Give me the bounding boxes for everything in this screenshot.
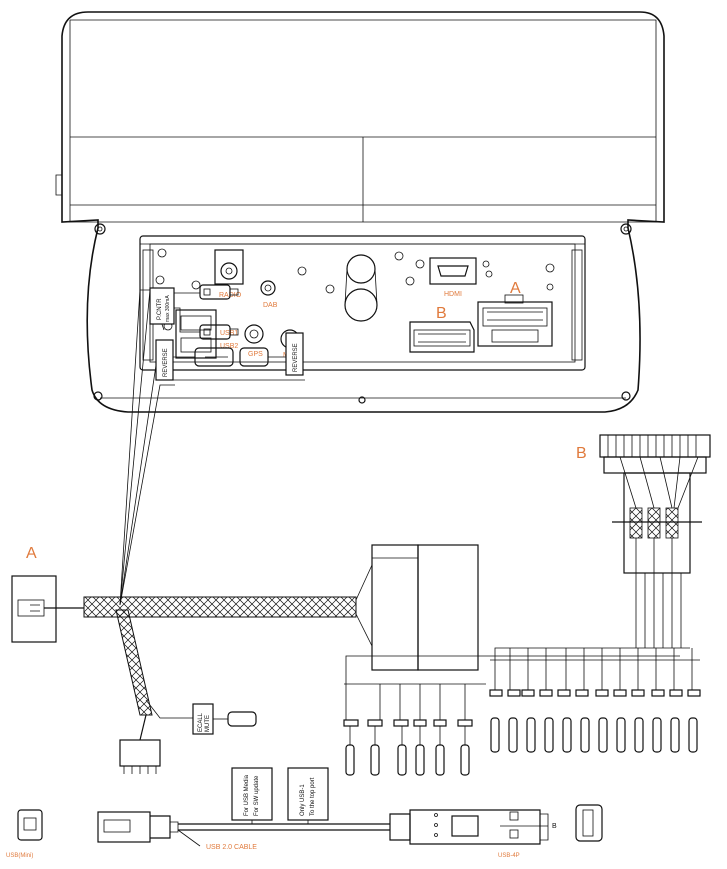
- connector-a-label-top: A: [510, 280, 521, 297]
- ecall-label: ECALL: [198, 712, 204, 732]
- plugs: [343, 689, 701, 776]
- usb-media-line2: For SW update: [254, 775, 260, 816]
- usb2-label: USB2: [220, 343, 238, 350]
- harness-b: [599, 434, 711, 648]
- hdmi-label: HDMI: [444, 291, 462, 298]
- wire-bus: [344, 647, 700, 720]
- p-cntr-sub-label: max 300mA: [165, 295, 171, 322]
- connector-b-label-right: B: [576, 445, 587, 462]
- connector-b-label-top: B: [436, 305, 447, 322]
- usb-cable: [17, 767, 603, 847]
- usb-cable-labels: USB(Mini) USB 2.0 CABLE For USB Media Fo…: [6, 774, 557, 859]
- usb-cable-label: USB 2.0 CABLE: [206, 844, 257, 851]
- mute-label: MUTE: [205, 715, 211, 732]
- usb-b-label: B: [552, 823, 557, 830]
- usb-only-line2: To the top port: [310, 777, 316, 816]
- head-unit: [55, 11, 665, 413]
- harness-a: [11, 284, 479, 774]
- gps-label: GPS: [248, 351, 263, 358]
- usb-mini-label: USB(Mini): [6, 853, 33, 859]
- dab-label: DAB: [263, 302, 278, 309]
- connector-a-label-left: A: [26, 545, 37, 562]
- usb-4p-label: USB-4P: [498, 853, 520, 859]
- usb-media-line1: For USB Media: [244, 774, 250, 816]
- usb-only-line1: Only USB-1: [300, 784, 306, 816]
- harness-a-labels: A P.CNTR max 300mA REVERSE REVERSE ECALL…: [26, 295, 299, 732]
- reverse-label-1: REVERSE: [163, 348, 169, 377]
- reverse-label-2: REVERSE: [293, 343, 299, 372]
- p-cntr-label: P.CNTR: [157, 298, 163, 320]
- usb1-label: USB1: [220, 330, 238, 337]
